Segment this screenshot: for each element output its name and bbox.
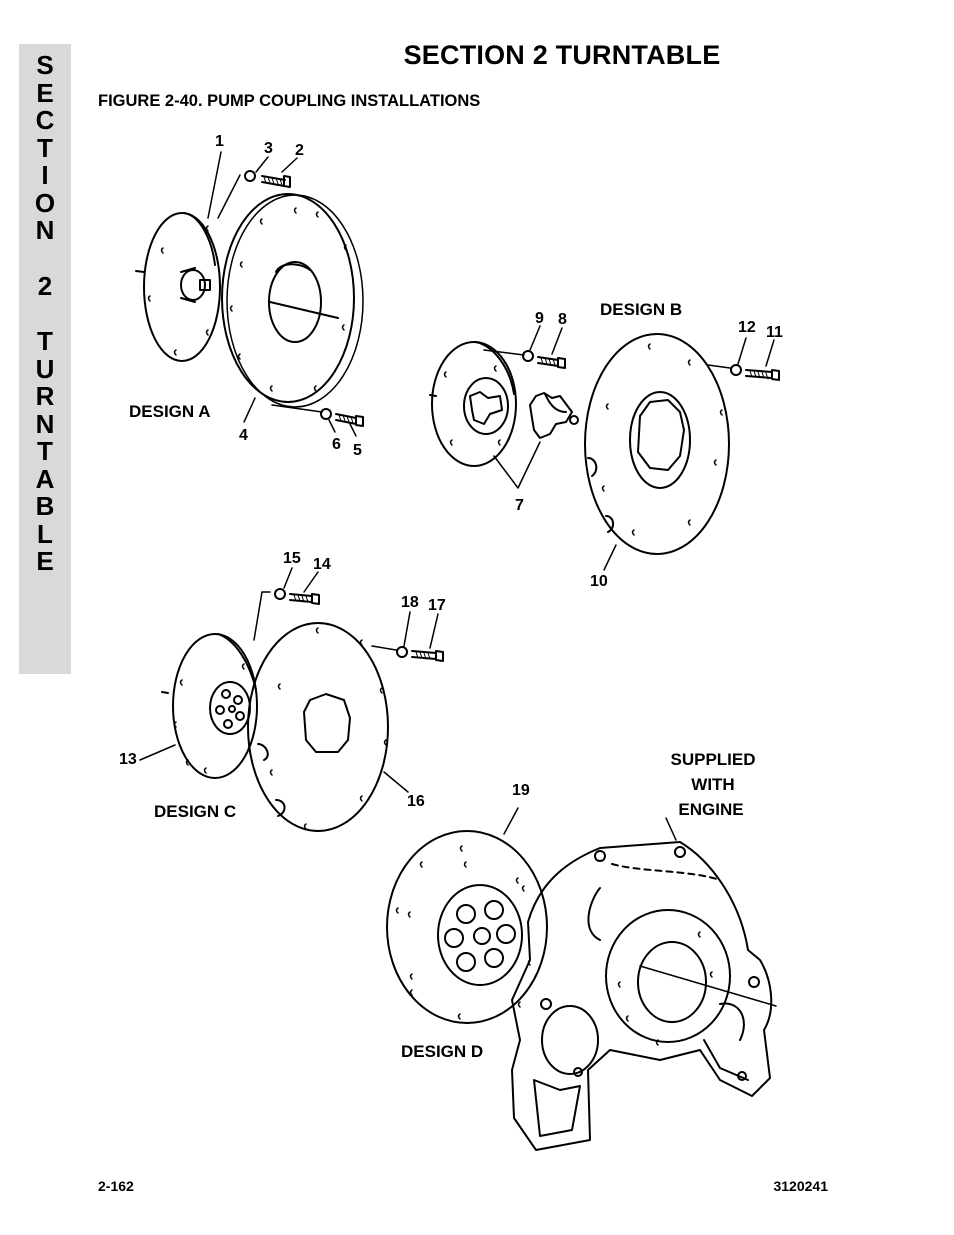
supplied-with-engine-line2: WITH: [691, 775, 734, 794]
side-tab-letter: E: [36, 546, 54, 576]
design-a-label: DESIGN A: [129, 402, 211, 421]
flywheel-center-hole-a: [268, 261, 322, 343]
coupling-disc-a: [143, 212, 221, 362]
hub-a: [180, 269, 206, 301]
callout-13: 13: [119, 751, 137, 768]
flex-plate-d: [386, 830, 548, 1024]
callout-18: 18: [401, 594, 419, 611]
supplied-with-engine-line1: SUPPLIED: [670, 750, 755, 769]
page-number: 2-162: [98, 1178, 134, 1194]
side-tab-letter: T: [37, 132, 53, 163]
side-tab-letter: 2: [37, 270, 53, 301]
side-tab-letter: N: [35, 408, 55, 439]
side-tab-letter: E: [36, 77, 54, 108]
design-b-assembly: [429, 325, 780, 571]
callout-11: 11: [766, 324, 783, 341]
design-d-label: DESIGN D: [401, 1042, 483, 1061]
page-title: SECTION 2 TURNTABLE: [0, 40, 954, 71]
spider-insert-b: [529, 392, 573, 439]
callout-14: 14: [313, 556, 331, 573]
screw-c-right: [435, 650, 444, 662]
callout-10: 10: [590, 573, 608, 590]
washer-c-left: [274, 588, 286, 600]
document-number: 3120241: [773, 1178, 828, 1194]
screw-b-left: [557, 357, 566, 369]
design-d-assembly: [386, 807, 777, 1151]
screw-b-right: [771, 369, 780, 381]
design-c-assembly: [139, 567, 444, 832]
washer-b-left: [522, 350, 534, 362]
callout-12: 12: [738, 319, 756, 336]
side-tab-letter: B: [35, 491, 55, 521]
screw-c-left: [311, 593, 320, 605]
flywheel-housing-d: [511, 841, 773, 1151]
washer-a-bottom: [320, 408, 332, 420]
callout-6: 6: [332, 436, 341, 453]
page-title-text: SECTION 2 TURNTABLE: [403, 40, 721, 70]
washer-a-top: [244, 170, 256, 182]
coupling-disc-b: [431, 341, 517, 467]
washer-b-right: [730, 364, 742, 376]
flywheel-plate-b: [584, 333, 730, 555]
callout-5: 5: [353, 442, 362, 459]
callout-9: 9: [535, 310, 544, 327]
callout-3: 3: [264, 140, 273, 157]
section-side-tab: S E C T I O N 2 T U R N T A B L E: [19, 44, 71, 674]
side-tab-letter: C: [35, 105, 55, 135]
side-tab-letter: T: [37, 436, 53, 466]
callout-1: 1: [215, 133, 224, 150]
side-tab-letter: L: [37, 518, 53, 549]
side-tab-letter: I: [41, 160, 49, 190]
side-tab-letter: S: [36, 50, 54, 80]
callout-16: 16: [407, 793, 425, 810]
flywheel-plate-a: [221, 193, 355, 403]
side-tab-letter: T: [37, 326, 53, 356]
side-tab-letter: R: [35, 381, 55, 411]
side-tab-letter: O: [34, 187, 56, 218]
coupling-disc-c: [172, 633, 258, 779]
callout-19: 19: [512, 782, 530, 799]
screw-a-bottom: [355, 415, 364, 427]
callout-7: 7: [515, 497, 524, 514]
figure-title: FIGURE 2-40. PUMP COUPLING INSTALLATIONS: [98, 92, 481, 110]
side-tab-letter: U: [35, 353, 55, 384]
design-b-label: DESIGN B: [600, 300, 682, 319]
callout-2: 2: [295, 142, 304, 159]
side-tab-letter: N: [35, 215, 55, 245]
screw-a-top: [283, 175, 291, 188]
washer-c-right: [396, 646, 408, 658]
callout-15: 15: [283, 550, 301, 567]
design-a-assembly: [135, 151, 364, 437]
callout-4: 4: [239, 427, 248, 444]
callout-17: 17: [428, 597, 446, 614]
flywheel-plate-c: [247, 622, 389, 832]
side-tab-letter: A: [35, 463, 55, 494]
design-c-label: DESIGN C: [154, 802, 236, 821]
supplied-with-engine-line3: ENGINE: [678, 800, 743, 819]
callout-8: 8: [558, 311, 567, 328]
